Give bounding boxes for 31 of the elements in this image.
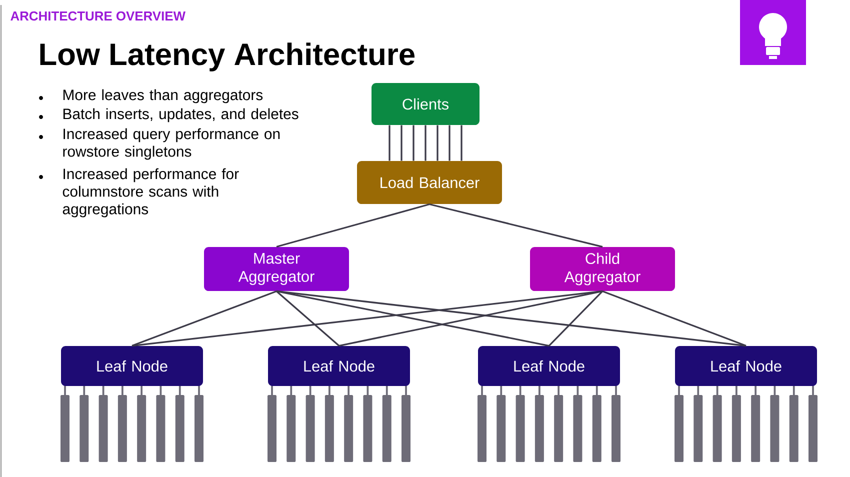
bullet-item: More leaves than aggregators [39, 89, 263, 104]
bullet-item: Increased query performance on rowstore singletons [39, 128, 280, 160]
leaf-node-box: Leaf Node [268, 346, 410, 386]
connector-line [276, 290, 340, 346]
connector-line [276, 203, 430, 248]
connector-line [429, 203, 603, 248]
connector-line [276, 290, 550, 347]
connector-line [548, 290, 604, 346]
leaf-node-box: Leaf Node [61, 346, 203, 386]
leaf-node-box: Leaf Node [478, 346, 620, 386]
aggregator-box: Master Aggregator [204, 247, 349, 291]
slide-title: Low Latency Architecture [40, 42, 415, 72]
connector-line [412, 125, 414, 161]
connector-line [436, 125, 438, 161]
connector-line [448, 125, 450, 161]
connector-line [424, 125, 426, 161]
connector-line [388, 125, 390, 161]
bullet-item: Batch inserts, updates, and deletes [39, 108, 298, 122]
connector-line [602, 290, 746, 347]
section-header: ARCHITECTURE OVERVIEW [10, 11, 186, 21]
connector-line [338, 290, 603, 347]
connector-line [276, 290, 746, 347]
connector-line [460, 125, 462, 161]
load-balancer-box: Load Balancer [357, 161, 502, 204]
leaf-node-box: Leaf Node [675, 346, 817, 386]
aggregator-box: Child Aggregator [530, 247, 675, 291]
connector-line [132, 290, 603, 347]
connector-line [400, 125, 402, 161]
client-box: Clients [372, 83, 480, 125]
bullet-item: Increased performance for columnstore scans with aggregations [39, 168, 239, 218]
connector-line [132, 290, 277, 347]
